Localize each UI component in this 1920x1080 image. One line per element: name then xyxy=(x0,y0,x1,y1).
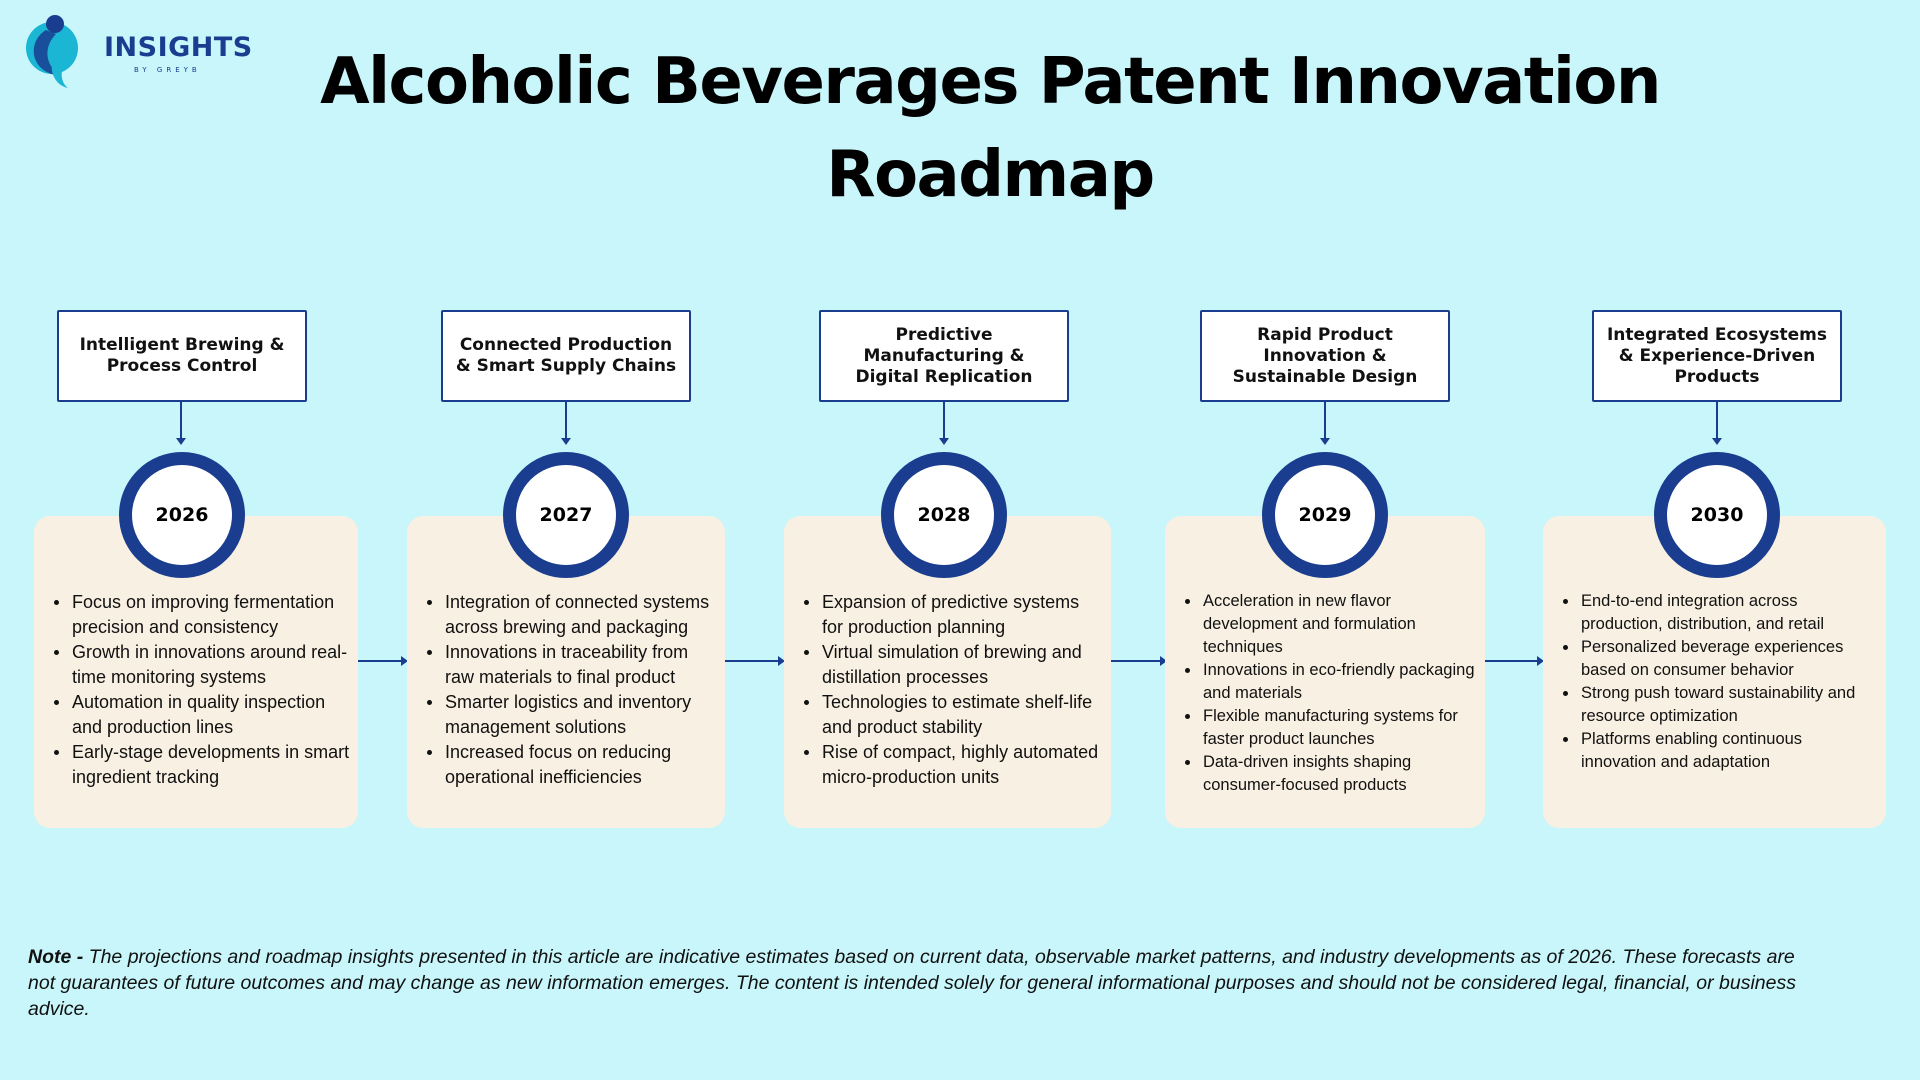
stage-theme-box: Integrated Ecosystems & Experience-Drive… xyxy=(1592,310,1842,402)
timeline-arrow xyxy=(725,656,785,666)
list-item: Growth in innovations around real-time m… xyxy=(50,640,350,690)
timeline-arrow xyxy=(358,656,408,666)
note-text: The projections and roadmap insights pre… xyxy=(28,946,1796,1020)
year-badge: 2030 xyxy=(1654,452,1780,578)
stage-card: Focus on improving fermentation precisio… xyxy=(34,516,358,828)
note-label: Note - xyxy=(28,946,84,968)
connector-arrowhead xyxy=(1712,438,1722,445)
connector-line xyxy=(1324,402,1326,442)
connector-line xyxy=(565,402,567,442)
list-item: Focus on improving fermentation precisio… xyxy=(50,590,350,640)
timeline-arrow xyxy=(1485,656,1544,666)
connector-arrowhead xyxy=(939,438,949,445)
year-badge: 2026 xyxy=(119,452,245,578)
list-item: Expansion of predictive systems for prod… xyxy=(800,590,1103,640)
connector-line xyxy=(943,402,945,442)
stage-theme-box: Intelligent Brewing & Process Control xyxy=(57,310,307,402)
year-badge: 2028 xyxy=(881,452,1007,578)
list-item: Technologies to estimate shelf-life and … xyxy=(800,690,1103,740)
year-badge: 2029 xyxy=(1262,452,1388,578)
list-item: Data-driven insights shaping consumer-fo… xyxy=(1181,751,1477,797)
list-item: Virtual simulation of brewing and distil… xyxy=(800,640,1103,690)
timeline-arrow xyxy=(1111,656,1167,666)
list-item: Early-stage developments in smart ingred… xyxy=(50,740,350,790)
list-item: Increased focus on reducing operational … xyxy=(423,740,717,790)
stage-card: Acceleration in new flavor development a… xyxy=(1165,516,1485,828)
stage-theme-box: Rapid Product Innovation & Sustainable D… xyxy=(1200,310,1450,402)
stage-points: Integration of connected systems across … xyxy=(423,590,717,790)
list-item: End-to-end integration across production… xyxy=(1559,590,1878,636)
connector-line xyxy=(1716,402,1718,442)
list-item: Acceleration in new flavor development a… xyxy=(1181,590,1477,659)
stage-card: Expansion of predictive systems for prod… xyxy=(784,516,1111,828)
stage-points: Expansion of predictive systems for prod… xyxy=(800,590,1103,790)
year-badge: 2027 xyxy=(503,452,629,578)
list-item: Automation in quality inspection and pro… xyxy=(50,690,350,740)
list-item: Innovations in eco-friendly packaging an… xyxy=(1181,659,1477,705)
list-item: Rise of compact, highly automated micro-… xyxy=(800,740,1103,790)
list-item: Flexible manufacturing systems for faste… xyxy=(1181,705,1477,751)
stage-points: Acceleration in new flavor development a… xyxy=(1181,590,1477,797)
logo-mark-icon xyxy=(26,15,78,88)
stage-points: Focus on improving fermentation precisio… xyxy=(50,590,350,790)
connector-arrowhead xyxy=(561,438,571,445)
connector-arrowhead xyxy=(176,438,186,445)
list-item: Integration of connected systems across … xyxy=(423,590,717,640)
list-item: Innovations in traceability from raw mat… xyxy=(423,640,717,690)
list-item: Smarter logistics and inventory manageme… xyxy=(423,690,717,740)
logo-wordmark: INSIGHTS xyxy=(104,32,253,63)
logo-subtitle: BY GREYB xyxy=(134,66,201,74)
stage-points: End-to-end integration across production… xyxy=(1559,590,1878,774)
disclaimer-note: Note - The projections and roadmap insig… xyxy=(28,944,1808,1022)
list-item: Personalized beverage experiences based … xyxy=(1559,636,1878,682)
stage-theme-box: Predictive Manufacturing & Digital Repli… xyxy=(819,310,1069,402)
list-item: Platforms enabling continuous innovation… xyxy=(1559,728,1878,774)
stage-theme-box: Connected Production & Smart Supply Chai… xyxy=(441,310,691,402)
list-item: Strong push toward sustainability and re… xyxy=(1559,682,1878,728)
insights-logo[interactable]: INSIGHTS BY GREYB xyxy=(16,12,252,92)
page-title: Alcoholic Beverages Patent Innovation Ro… xyxy=(320,45,1661,212)
connector-line xyxy=(180,402,182,442)
connector-arrowhead xyxy=(1320,438,1330,445)
